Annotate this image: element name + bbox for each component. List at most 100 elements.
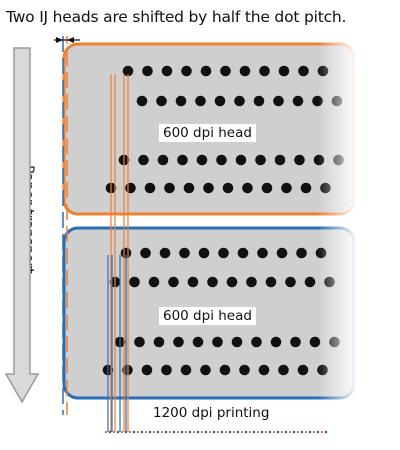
nozzle-dot (278, 364, 289, 376)
printed-dot (228, 430, 232, 434)
nozzle-dot (246, 276, 257, 288)
nozzle-dot (122, 65, 134, 77)
nozzle-dot (148, 276, 160, 288)
nozzle-dot (255, 154, 266, 166)
nozzle-dot (300, 182, 312, 194)
printed-dot (212, 430, 216, 434)
printed-dot (248, 430, 252, 434)
nozzle-dot (276, 247, 288, 259)
printed-dot (164, 430, 168, 434)
nozzle-dot (141, 364, 153, 376)
nozzle-dot (253, 95, 265, 107)
printed-dot (256, 430, 260, 434)
nozzle-dot (297, 364, 309, 376)
nozzle-dot (156, 95, 167, 107)
nozzle-dot (258, 364, 270, 376)
printed-dot (112, 430, 116, 434)
printed-dot (308, 430, 312, 434)
printed-dot (108, 430, 112, 434)
nozzle-dot (234, 95, 245, 107)
nozzle-dot (203, 182, 214, 194)
nozzle-dot (298, 65, 309, 77)
nozzle-dot (251, 336, 262, 348)
printed-dot (224, 430, 228, 434)
nozzle-dot (304, 276, 316, 288)
printed-dot (272, 430, 276, 434)
nozzle-dot (237, 247, 249, 259)
nozzle-dot (196, 154, 208, 166)
nozzle-dot (270, 336, 282, 348)
printed-dot (188, 430, 192, 434)
nozzle-dot (168, 276, 179, 288)
printed-dot (156, 430, 160, 434)
nozzle-dot (235, 154, 247, 166)
printed-dot (192, 430, 196, 434)
printed-dot (284, 430, 288, 434)
nozzle-dot (226, 276, 238, 288)
printed-dot (152, 430, 156, 434)
nozzle-dot (153, 336, 165, 348)
nozzle-dot (159, 247, 171, 259)
nozzle-dot (175, 95, 187, 107)
printed-dot (300, 430, 304, 434)
head-label-bottom: 600 dpi head (159, 307, 256, 325)
nozzle-dot (219, 364, 231, 376)
printed-dot (252, 430, 256, 434)
printed-dot (264, 430, 268, 434)
printed-dot (124, 430, 128, 434)
nozzle-dot (285, 276, 296, 288)
nozzle-dot (273, 95, 284, 107)
printed-dot (316, 430, 320, 434)
nozzle-dot (281, 182, 292, 194)
printed-dot (236, 430, 240, 434)
half-pitch-offset-marker (54, 37, 80, 43)
printing-label: 1200 dpi printing (153, 405, 270, 421)
nozzle-dot (294, 154, 305, 166)
nozzle-dot (125, 182, 136, 194)
printed-dot (160, 430, 164, 434)
printed-dot (276, 430, 280, 434)
nozzle-dot (259, 65, 270, 77)
printed-dot-line (104, 430, 328, 434)
caption-title: Two IJ heads are shifted by half the dot… (6, 8, 347, 26)
printed-dot (176, 430, 180, 434)
nozzle-dot (292, 95, 304, 107)
printed-dot (204, 430, 208, 434)
printed-dot (140, 430, 144, 434)
nozzle-dot (200, 364, 211, 376)
printed-dot (180, 430, 184, 434)
printed-dot (288, 430, 292, 434)
nozzle-dot (218, 247, 229, 259)
nozzle-dot (257, 247, 268, 259)
printed-dot (244, 430, 248, 434)
nozzle-dot (231, 336, 243, 348)
nozzle-dot (181, 65, 192, 77)
nozzle-dot (177, 154, 188, 166)
printed-dot (104, 430, 108, 434)
nozzle-dot (222, 182, 234, 194)
nozzle-dot (200, 65, 212, 77)
nozzle-dot (120, 247, 132, 259)
printed-dot (208, 430, 212, 434)
nozzle-dot (278, 65, 290, 77)
nozzle-dot (274, 154, 286, 166)
continuation-fade (318, 38, 358, 406)
nozzle-dot (309, 336, 321, 348)
nozzle-dot (161, 364, 172, 376)
nozzle-dot (192, 336, 204, 348)
nozzle-dot (183, 182, 195, 194)
printed-dot (128, 430, 132, 434)
printed-dot (148, 430, 152, 434)
nozzle-dot (261, 182, 273, 194)
nozzle-dot (140, 247, 151, 259)
printed-dot (268, 430, 272, 434)
printed-dot (260, 430, 264, 434)
nozzle-dot (164, 182, 175, 194)
printed-dot (172, 430, 176, 434)
printed-dot (240, 430, 244, 434)
printed-dot (232, 430, 236, 434)
printed-dot (312, 430, 316, 434)
printed-dot (320, 430, 324, 434)
nozzle-dot (180, 364, 192, 376)
